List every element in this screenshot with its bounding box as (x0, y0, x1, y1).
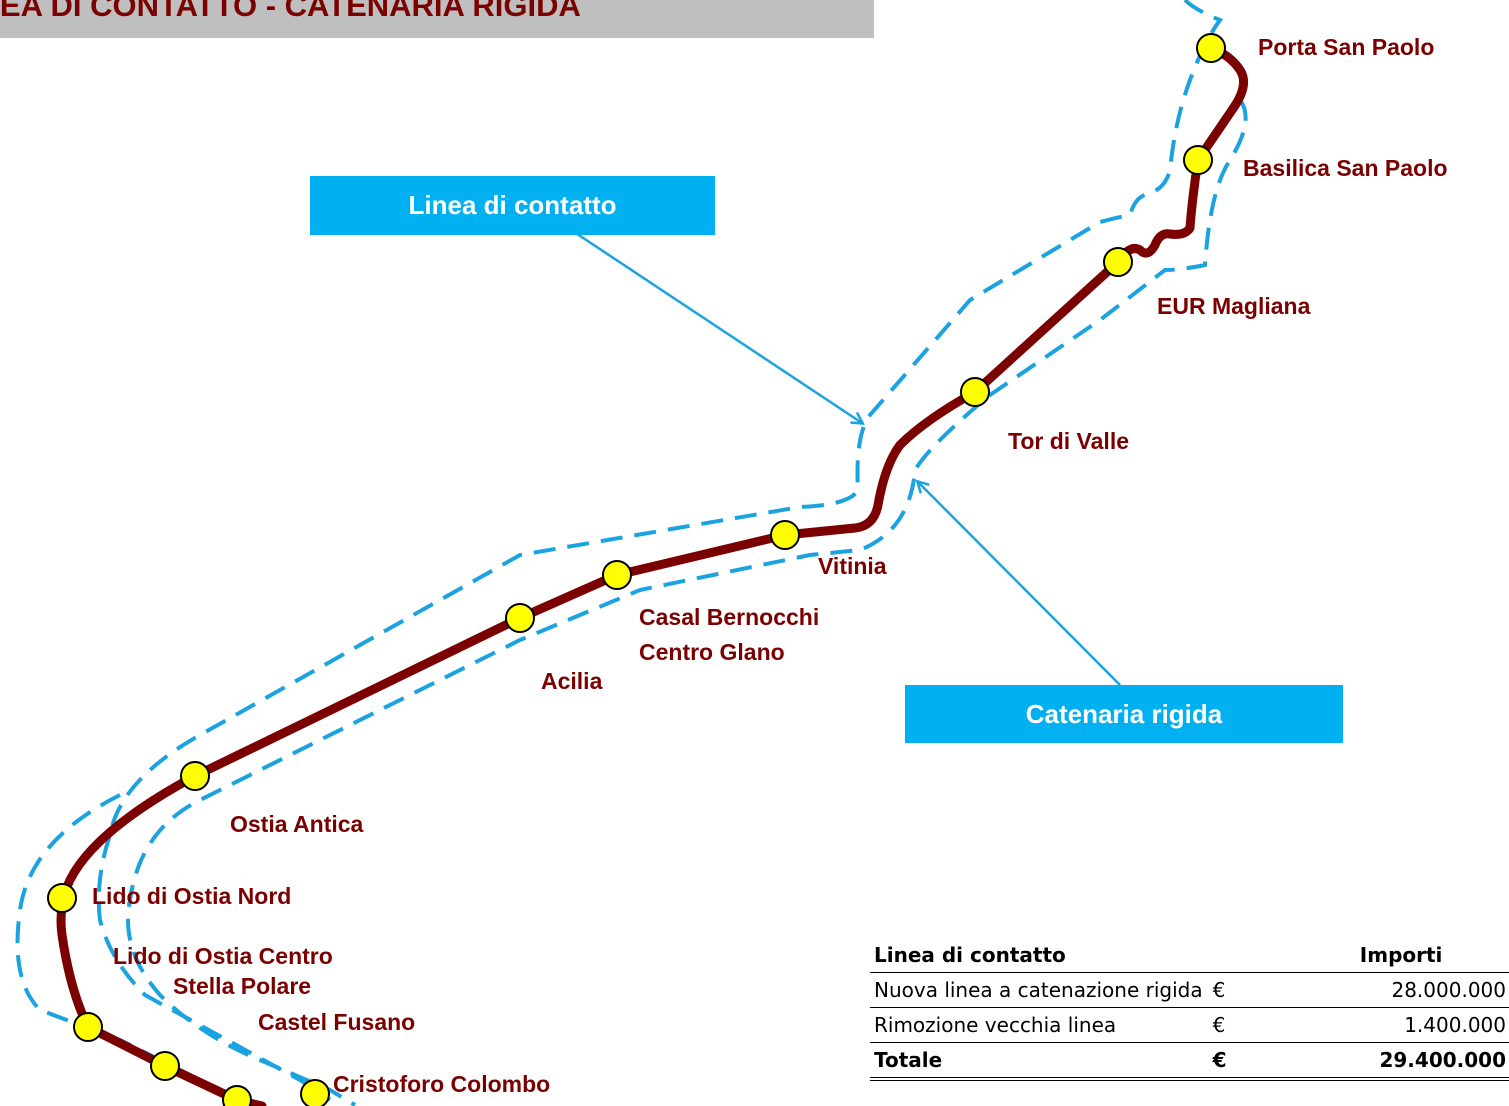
station-label: Cristoforo Colombo (333, 1071, 550, 1097)
header-amount: Importi (1359, 943, 1443, 967)
station-label: Lido di Ostia Centro (113, 943, 333, 969)
station-tor-di-valle: Tor di Valle (960, 377, 1129, 454)
station-label: Casal Bernocchi (639, 604, 819, 630)
station-casal-bernocchi: Casal Bernocchi Centro Glano (602, 560, 819, 665)
title-bar: LINEA DI CONTATTO - CATENARIA RIGIDA (0, 0, 874, 38)
row-currency: € (1206, 1007, 1252, 1043)
row-currency: € (1206, 972, 1252, 1008)
header-label: Linea di contatto (874, 943, 1066, 967)
station-label: Castel Fusano (258, 1009, 415, 1035)
row-amount: 1.400.000 (1251, 1007, 1509, 1043)
catenaria-boundary-inner (126, 98, 1248, 1106)
cost-table: Linea di contatto Importi Nuova linea a … (870, 938, 1509, 1081)
header-currency (1207, 938, 1252, 973)
station-label: Basilica San Paolo (1243, 155, 1448, 181)
table-row: Rimozione vecchia linea € 1.400.000 (870, 1007, 1509, 1043)
total-currency: € (1206, 1042, 1252, 1081)
row-amount: 28.000.000 (1251, 972, 1509, 1008)
station-label: Centro Glano (639, 639, 785, 665)
station-label: Lido di Ostia Nord (92, 883, 291, 909)
table-total-row: Totale € 29.400.000 (870, 1042, 1509, 1081)
station-lido-di-ostia-centro: Lido di Ostia Centro (73, 943, 333, 1042)
station-porta-san-paolo: Porta San Paolo (1196, 33, 1434, 63)
total-label: Totale (870, 1042, 1207, 1081)
total-amount: 29.400.000 (1251, 1042, 1509, 1081)
callout-linea-di-contatto: Linea di contatto (310, 176, 715, 235)
station-label: Acilia (541, 668, 603, 694)
table-row: Nuova linea a catenazione rigida € 28.00… (870, 972, 1509, 1008)
station-ostia-antica: Ostia Antica (180, 761, 364, 837)
station-label: Tor di Valle (1008, 428, 1129, 454)
callout-arrow-contatto (534, 204, 862, 423)
station-label: Stella Polare (173, 973, 311, 999)
station-label: EUR Magliana (1157, 293, 1311, 319)
station-lido-di-ostia-nord: Lido di Ostia Nord (47, 883, 291, 913)
page-title: LINEA DI CONTATTO - CATENARIA RIGIDA (0, 0, 581, 23)
station-label: Ostia Antica (230, 811, 364, 837)
catenaria-boundary-left (15, 793, 251, 1106)
catenaria-boundary-outer (96, 0, 1224, 1102)
row-label: Nuova linea a catenazione rigida (870, 972, 1207, 1008)
station-stella-polare: Stella Polare (150, 973, 311, 1081)
station-eur-magliana: EUR Magliana (1103, 247, 1311, 319)
row-label: Rimozione vecchia linea (870, 1007, 1207, 1043)
station-vitinia: Vitinia (770, 520, 887, 579)
station-label: Vitinia (818, 553, 887, 579)
table-header-row: Linea di contatto Importi (870, 938, 1509, 973)
callout-catenaria-rigida: Catenaria rigida (905, 685, 1343, 743)
station-cristoforo-colombo: Cristoforo Colombo (300, 1071, 550, 1106)
station-acilia: Acilia (505, 603, 603, 694)
station-castel-fusano: Castel Fusano (222, 1009, 415, 1106)
callout-arrow-catenaria (918, 482, 1121, 686)
station-label: Porta San Paolo (1258, 34, 1434, 60)
station-basilica-san-paolo: Basilica San Paolo (1183, 145, 1448, 181)
